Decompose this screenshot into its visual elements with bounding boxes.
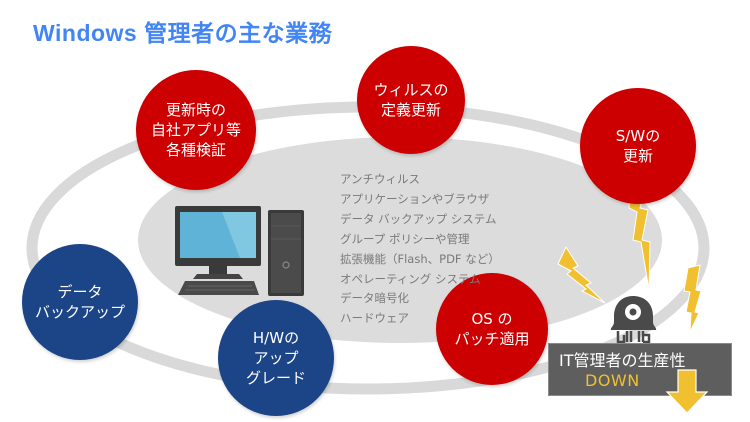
productivity-callout: IT管理者の生産性 DOWN xyxy=(548,343,732,396)
bubble-data-backup: データ バックアップ xyxy=(22,244,138,360)
bubble-hardware-upgrade: H/Wの アップ グレード xyxy=(218,300,334,416)
lightning-bolt-icon xyxy=(557,245,606,304)
productivity-status: DOWN xyxy=(585,371,640,390)
list-item: データ暗号化 xyxy=(340,291,409,306)
bubble-line: 各種検証 xyxy=(165,141,226,159)
bubble-line: グレード xyxy=(245,369,306,387)
productivity-label: IT管理者の生産性 xyxy=(559,351,686,370)
bubble-line: パッチ適用 xyxy=(454,330,530,348)
bubble-line: アップ xyxy=(253,349,299,367)
list-item: グループ ポリシーや管理 xyxy=(340,231,470,246)
bubble-software-update: S/Wの 更新 xyxy=(580,88,696,204)
desktop-computer-icon xyxy=(175,206,304,296)
bubble-line: 更新 xyxy=(622,147,653,165)
page-title: Windows 管理者の主な業務 xyxy=(33,20,333,46)
bubble-line: H/Wの xyxy=(252,329,300,347)
managed-items-list: アンチウィルス アプリケーションやブラウザ データ バックアップ システム グル… xyxy=(340,170,500,329)
list-item: アプリケーションやブラウザ xyxy=(340,191,490,206)
list-item: オペレーティング システム xyxy=(340,271,481,286)
bubble-line: 定義更新 xyxy=(380,101,441,119)
bubble-line: OS の xyxy=(471,310,513,328)
bubble-os-patch: OS の パッチ適用 xyxy=(436,273,548,385)
bubble-line: S/Wの xyxy=(615,127,661,145)
bubble-line: 自社アプリ等 xyxy=(150,121,241,139)
lightning-bolt-icon xyxy=(683,264,702,333)
bubble-line: データ xyxy=(57,283,103,301)
bubble-app-verification: 更新時の 自社アプリ等 各種検証 xyxy=(136,70,256,190)
bubble-line: バックアップ xyxy=(34,303,125,321)
bubble-line: 更新時の xyxy=(165,101,226,119)
bubble-line: ウィルスの xyxy=(373,81,449,99)
mascot-icon xyxy=(610,296,657,344)
list-item: アンチウィルス xyxy=(340,172,421,186)
list-item: データ バックアップ システム xyxy=(340,211,497,226)
list-item: 拡張機能（Flash、PDF など） xyxy=(340,251,500,266)
list-item: ハードウェア xyxy=(340,311,409,326)
bubble-virus-definitions: ウィルスの 定義更新 xyxy=(357,46,465,154)
